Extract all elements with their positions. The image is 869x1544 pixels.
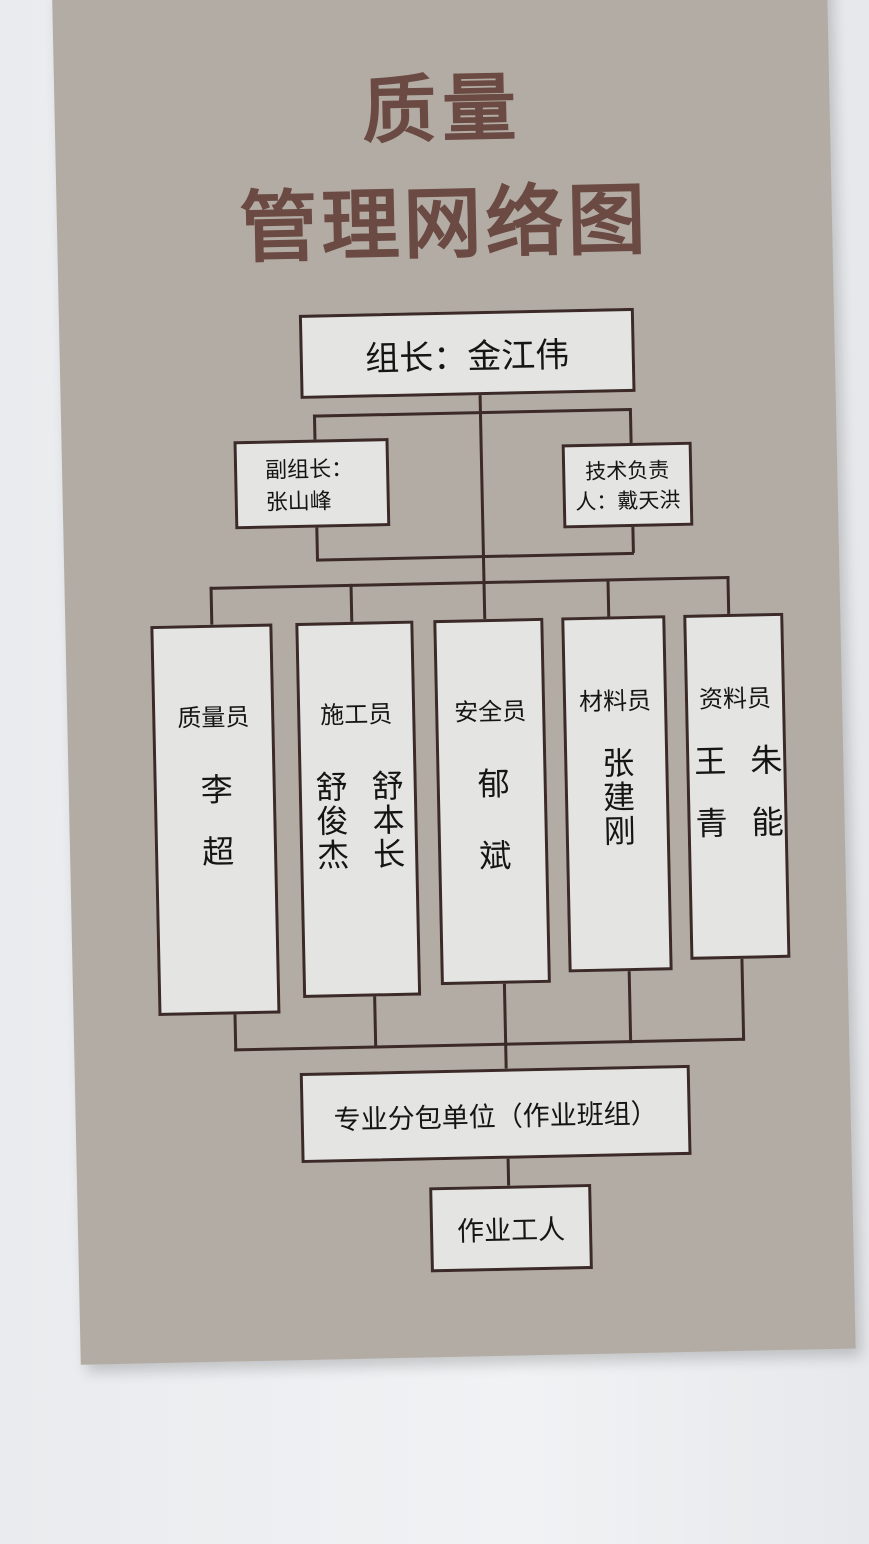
- connector: [315, 551, 634, 562]
- connector: [726, 575, 731, 614]
- member-box-construction: 施工员 舒本长舒俊杰: [295, 620, 422, 998]
- member-name: 王青: [688, 744, 730, 869]
- connector: [349, 583, 354, 622]
- connector: [315, 524, 319, 560]
- connector: [233, 1011, 238, 1052]
- title-line1: 质量: [361, 65, 523, 155]
- leader-text: 组长：金江伟: [364, 334, 570, 380]
- member-box-safety: 安全员 郁斌: [433, 617, 551, 986]
- connector: [606, 578, 611, 617]
- connector: [478, 393, 486, 572]
- member-role: 材料员: [578, 686, 652, 717]
- member-role: 资料员: [698, 684, 772, 714]
- tech-lead-box: 技术负责 人：戴天洪: [561, 441, 694, 529]
- member-box-materials: 材料员 张建刚: [561, 615, 673, 973]
- member-role: 质量员: [176, 703, 250, 733]
- leader-box: 组长：金江伟: [298, 307, 636, 399]
- member-name: 朱能: [744, 742, 786, 868]
- workers-box: 作业工人: [429, 1183, 593, 1273]
- connector: [628, 407, 633, 444]
- connector: [209, 586, 214, 625]
- connector: [502, 980, 508, 1071]
- deputy-title: 副组长：: [264, 456, 354, 484]
- member-name: 张建刚: [596, 745, 638, 849]
- title-line2: 管理网络图: [238, 175, 651, 275]
- connector: [312, 414, 317, 440]
- connector: [482, 571, 487, 620]
- connector: [209, 575, 730, 590]
- tech-name: 人：戴天洪: [575, 487, 681, 515]
- connector: [627, 968, 633, 1044]
- member-box-quality: 质量员 李超: [150, 623, 281, 1016]
- member-name: 舒俊杰: [310, 769, 351, 873]
- member-role: 施工员: [319, 700, 393, 730]
- member-box-documents: 资料员 朱能王青: [683, 612, 791, 960]
- connector: [740, 955, 746, 1041]
- member-name: 舒本长: [366, 768, 407, 872]
- connector: [506, 1155, 511, 1186]
- subcontractor-box: 专业分包单位（作业班组）: [299, 1064, 692, 1164]
- deputy-name: 张山峰: [265, 489, 333, 516]
- connector: [373, 993, 378, 1049]
- member-name: 郁斌: [472, 766, 514, 912]
- tech-title: 技术负责: [584, 458, 670, 484]
- member-name: 李超: [195, 772, 237, 898]
- member-role: 安全员: [453, 697, 527, 727]
- connector: [631, 525, 635, 553]
- subcontractor-text: 专业分包单位（作业班组）: [333, 1098, 658, 1136]
- workers-text: 作业工人: [456, 1214, 566, 1248]
- quality-management-board: 质量 管理网络图 组长：金江伟 副组长： 张山峰 技术负责 人：戴天洪 质量员 …: [52, 0, 856, 1365]
- connector: [234, 1037, 745, 1052]
- deputy-leader-box: 副组长： 张山峰: [233, 438, 391, 530]
- connector: [312, 407, 631, 418]
